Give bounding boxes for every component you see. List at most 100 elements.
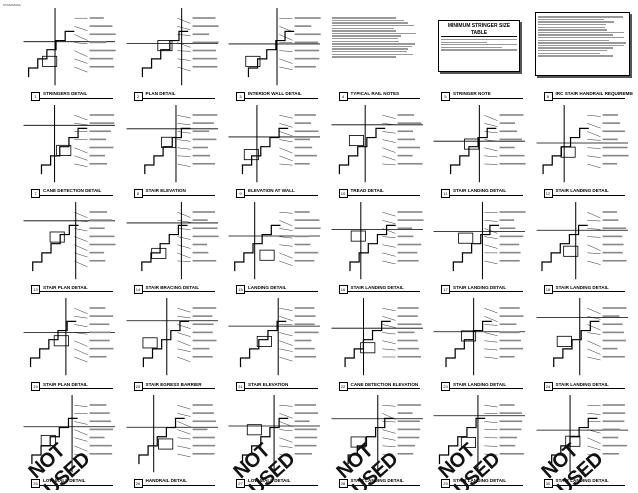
sheet-label: STAIRS/RAIL xyxy=(3,3,22,7)
detail-number: 24 xyxy=(543,382,553,392)
detail-drawing xyxy=(331,298,423,376)
detail-title: PLAN DETAIL xyxy=(145,91,176,97)
detail-number: 3 xyxy=(236,91,245,101)
detail-number: 21 xyxy=(236,382,245,392)
detail-number: 7 xyxy=(31,188,40,198)
detail-title: TREAD DETAIL xyxy=(350,188,384,193)
detail-drawing xyxy=(228,395,320,473)
detail-drawing xyxy=(228,8,321,86)
detail-title: STAIR LANDING DETAIL xyxy=(555,381,609,387)
detail-number: 26 xyxy=(133,479,143,488)
detail-number: 28 xyxy=(338,479,348,488)
notes-block xyxy=(329,14,420,84)
detail-number: 12 xyxy=(543,188,553,198)
detail-title: STAIR LANDING DETAIL xyxy=(453,478,507,484)
detail-drawing xyxy=(23,8,116,86)
detail-number: 1 xyxy=(31,91,40,101)
detail-drawing xyxy=(228,201,321,279)
detail-number: 19 xyxy=(31,382,40,392)
detail-drawing xyxy=(126,8,219,86)
detail-title: STAIR ELEVATION xyxy=(145,188,186,193)
detail-title: STAIR LANDING DETAIL xyxy=(350,284,404,290)
detail-title: LOW WALL DETAIL xyxy=(248,478,291,484)
detail-title: STAIR LANDING DETAIL xyxy=(555,478,609,484)
detail-title: STRINGERS DETAIL xyxy=(43,91,88,97)
detail-title: CANE DETECTION DETAIL xyxy=(43,188,102,193)
detail-title: INTERIOR WALL DETAIL xyxy=(248,91,302,97)
detail-number: 6 xyxy=(543,91,553,101)
detail-number: 25 xyxy=(31,479,40,488)
detail-number: 23 xyxy=(441,382,450,392)
detail-number: 4 xyxy=(338,91,348,101)
detail-title: STAIR PLAN DETAIL xyxy=(43,381,88,387)
detail-number: 16 xyxy=(338,285,348,295)
detail-drawing xyxy=(23,201,116,279)
detail-drawing xyxy=(433,104,526,183)
stringer-size-table: MINIMUM STRINGER SIZE TABLE xyxy=(438,20,520,72)
detail-drawing xyxy=(126,104,218,183)
detail-title: STAIR EGRESS BARRIER xyxy=(145,381,202,387)
detail-number: 17 xyxy=(441,285,450,295)
detail-title: HANDRAIL DETAIL xyxy=(145,478,187,484)
detail-title: LOW WALL DETAIL xyxy=(43,478,86,484)
detail-drawing xyxy=(228,104,320,183)
notes-block xyxy=(534,12,630,76)
detail-title: TYPICAL RAIL NOTES xyxy=(350,91,400,97)
detail-drawing xyxy=(331,395,423,473)
detail-number: 2 xyxy=(133,91,143,101)
detail-number: 14 xyxy=(133,285,143,295)
detail-drawing xyxy=(126,298,218,376)
detail-number: 22 xyxy=(338,382,348,392)
detail-drawing xyxy=(433,201,526,279)
detail-drawing xyxy=(433,395,525,473)
detail-number: 5 xyxy=(441,91,450,101)
detail-number: 29 xyxy=(441,479,450,488)
detail-number: 30 xyxy=(543,479,553,488)
detail-number: 13 xyxy=(31,285,40,295)
detail-drawing xyxy=(126,395,218,473)
detail-drawing xyxy=(331,104,423,183)
detail-drawing xyxy=(536,201,628,279)
detail-number: 11 xyxy=(441,188,450,198)
detail-drawing xyxy=(23,395,115,473)
detail-number: 20 xyxy=(133,382,143,392)
detail-title: STAIR LANDING DETAIL xyxy=(555,284,609,290)
detail-drawing xyxy=(23,104,115,183)
detail-title: STAIR LANDING DETAIL xyxy=(555,188,609,193)
